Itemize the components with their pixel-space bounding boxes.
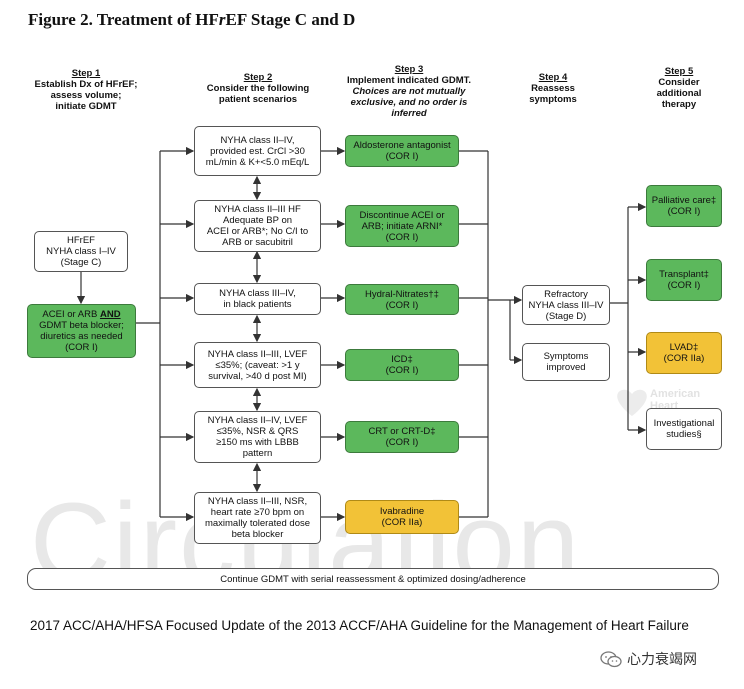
continue-gdmt-bar: Continue GDMT with serial reassessment &… — [27, 568, 719, 590]
wechat-icon — [600, 650, 622, 667]
aha-heart-logo-icon — [617, 389, 647, 416]
brand-name: 心力衰竭网 — [627, 651, 697, 667]
initial-gdmt-box: ACEI or ARB AND GDMT beta blocker;diuret… — [27, 304, 136, 358]
figure-caption: 2017 ACC/AHA/HFSA Focused Update of the … — [30, 618, 689, 633]
therapy-aldosterone-box: Aldosterone antagonist(COR I) — [345, 135, 459, 167]
step1-header: Step 1 Establish Dx of HFrEF;assess volu… — [34, 68, 138, 112]
figure-title: Figure 2. Treatment of HFrEF Stage C and… — [28, 10, 356, 29]
therapy-icd-box: ICD‡(COR I) — [345, 349, 459, 381]
brand-tag: 心力衰竭网 — [600, 649, 697, 669]
scenario-box: NYHA class II–III, LVEF≤35%; (caveat: >1… — [194, 342, 321, 388]
therapy-ivabradine-box: Ivabradine(COR IIa) — [345, 500, 459, 534]
lvad-box: LVAD‡(COR IIa) — [646, 332, 722, 374]
scenario-box: NYHA class III–IV,in black patients — [194, 283, 321, 315]
palliative-care-box: Palliative care‡(COR I) — [646, 185, 722, 227]
therapy-crt-box: CRT or CRT-D‡(COR I) — [345, 421, 459, 453]
therapy-hydral-nitrates-box: Hydral-Nitrates†‡(COR I) — [345, 284, 459, 315]
step3-header: Step 3 Implement indicated GDMT. Choices… — [346, 64, 472, 119]
scenario-box: NYHA class II–III, NSR,heart rate ≥70 bp… — [194, 492, 321, 544]
transplant-box: Transplant‡(COR I) — [646, 259, 722, 301]
scenario-box: NYHA class II–IV, LVEF≤35%, NSR & QRS≥15… — [194, 411, 321, 463]
